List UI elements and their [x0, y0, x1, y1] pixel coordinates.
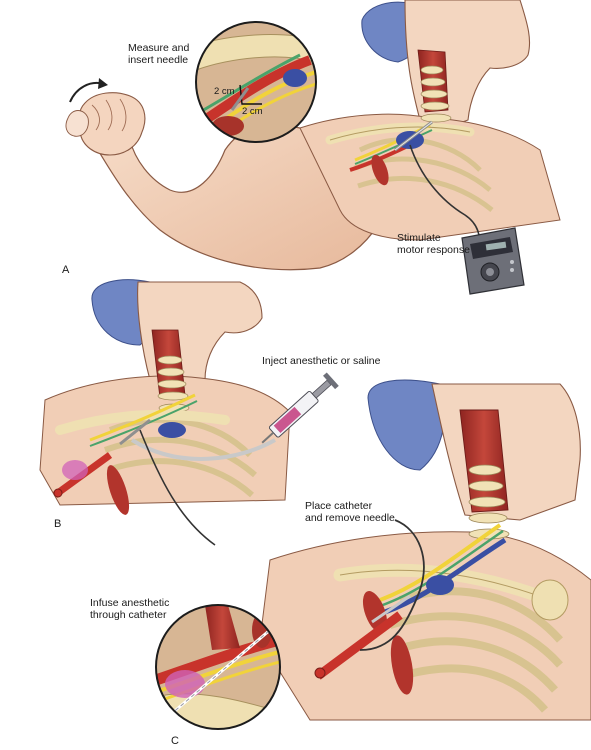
zoom-inset-top [195, 21, 317, 143]
label-measure-2: insert needle [128, 54, 189, 66]
neck-anatomy-a [325, 49, 494, 212]
neck-anatomy-c [314, 409, 569, 713]
zoom-inset-bottom [155, 604, 281, 730]
syringe-icon [261, 372, 339, 444]
panel-b-illustration [39, 279, 339, 546]
neck-anatomy-b [52, 329, 257, 515]
panel-c-illustration [259, 379, 591, 721]
label-measure-1: Measure and [128, 42, 190, 54]
label-place-2: and remove needle [305, 512, 395, 524]
stimulator-device-icon [461, 227, 525, 295]
label-place-1: Place catheter [305, 500, 373, 512]
surgical-drape-c [367, 379, 446, 471]
panel-label-c: C [171, 735, 179, 747]
curved-arrow-icon [69, 78, 108, 103]
label-infuse-2: through catheter [90, 609, 167, 621]
dimension-vertical-label: 2 cm [214, 86, 235, 97]
dimension-horizontal-label: 2 cm [242, 106, 263, 117]
label-inject: Inject anesthetic or saline [262, 355, 381, 367]
label-stimulate-1: Stimulate [397, 232, 441, 244]
panel-label-a: A [62, 264, 70, 276]
panel-a-illustration [65, 0, 561, 295]
label-stimulate-2: motor response [397, 244, 470, 256]
label-infuse-1: Infuse anesthetic [90, 597, 170, 609]
catheter-line [359, 519, 425, 651]
panel-label-b: B [54, 518, 62, 530]
